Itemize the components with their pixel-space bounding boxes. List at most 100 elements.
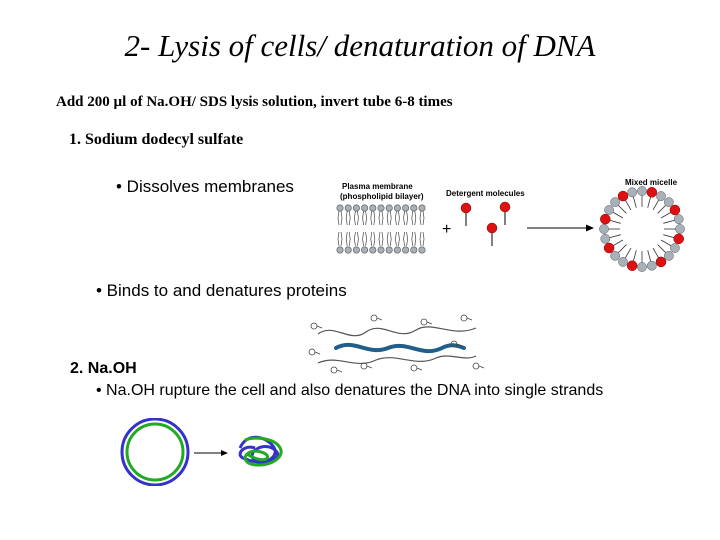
protein-strand-lower <box>317 355 477 364</box>
lipid-tail <box>411 231 417 247</box>
sds-head <box>420 318 428 326</box>
lipid-tail <box>362 231 367 247</box>
lipid-tail <box>378 210 384 226</box>
micelle-detergent-head <box>669 204 681 216</box>
lipid-tail <box>354 231 359 247</box>
lipid-head <box>385 246 393 254</box>
lipid-tail <box>395 210 400 226</box>
sds-head <box>410 364 418 372</box>
sds-tail <box>376 317 383 321</box>
micelle-lipid-head <box>670 243 680 253</box>
sds-tail <box>478 365 485 369</box>
micelle-lipid-head <box>637 262 647 272</box>
micelle-lipid-head <box>610 197 620 207</box>
bullet-dissolves-membranes: • Dissolves membranes <box>116 177 294 196</box>
lipid-head <box>385 204 393 212</box>
lipid-tail <box>354 210 359 226</box>
lipid-tail <box>419 210 425 226</box>
slide-title: 2- Lysis of cells/ denaturation of DNA <box>124 28 596 63</box>
section2-heading: 2. Na.OH <box>70 360 137 377</box>
phospholipid-bilayer <box>336 204 426 254</box>
lipid-head <box>393 246 401 254</box>
lipid-head <box>344 246 352 254</box>
lipid-tail <box>345 231 351 247</box>
sds-tail <box>336 369 343 373</box>
lipid-tail <box>362 210 367 226</box>
lipid-head <box>418 204 426 212</box>
micelle-lipid-head <box>604 205 614 215</box>
lipid-head <box>377 246 385 254</box>
lipid-tail <box>337 210 343 226</box>
plus-sign: + <box>442 221 451 238</box>
micelle-lipid-head <box>673 214 684 225</box>
naoh-bullet: • Na.OH rupture the cell and also denatu… <box>96 382 604 399</box>
lipid-tail <box>337 231 343 247</box>
lipid-head <box>352 204 360 212</box>
detergent-molecules <box>460 201 511 246</box>
dna-circle-outer <box>120 418 190 486</box>
micelle-lipid-head <box>637 186 647 196</box>
micelle-lipid-head <box>646 260 657 271</box>
sds-tail <box>426 321 433 325</box>
dna-strand <box>334 342 466 354</box>
micelle-lipid-head <box>664 197 674 207</box>
lipid-tail <box>419 231 425 247</box>
membrane-detergent-figure: Plasma membrane (phospholipid bilayer) D… <box>336 178 685 272</box>
protein-denaturation-figure <box>308 314 485 374</box>
denaturation-arrow-head <box>221 450 228 456</box>
lipid-head <box>369 204 377 212</box>
mixed-micelle <box>599 186 685 272</box>
lipid-tail <box>403 210 408 226</box>
micelle-detergent-head <box>646 187 658 198</box>
protein-strand-upper <box>317 326 477 337</box>
micelle-detergent-head <box>673 233 684 245</box>
plasma-membrane-label-line2: (phospholipid bilayer) <box>340 192 424 201</box>
dna-circle-inner <box>125 422 185 482</box>
micelle-lipid-head <box>599 224 609 234</box>
lipid-head <box>410 246 418 254</box>
lipid-tail <box>370 231 376 247</box>
lipid-head <box>418 246 426 254</box>
lipid-tail <box>386 231 392 247</box>
lipid-tail <box>386 210 392 226</box>
single-strand-green <box>243 436 283 467</box>
sds-head <box>330 366 338 374</box>
detergent-head <box>460 202 472 214</box>
micelle-lipid-head <box>610 251 620 261</box>
micelle-lipid-head <box>675 224 685 234</box>
micelle-lipid-head <box>664 251 674 261</box>
micelle-detergent-head <box>655 256 667 268</box>
micelle-detergent-head <box>626 260 638 271</box>
lipid-head <box>361 204 369 212</box>
lipid-head <box>369 246 377 254</box>
lipid-tail <box>395 231 400 247</box>
lipid-head <box>352 246 360 254</box>
detergent-head <box>486 222 498 234</box>
sds-tail <box>466 317 473 321</box>
lipid-head <box>361 246 369 254</box>
micelle-lipid-head <box>618 257 628 267</box>
lipid-tail <box>345 210 351 226</box>
micelle-lipid-head <box>656 191 666 201</box>
lipid-head <box>410 204 418 212</box>
sds-tail <box>366 365 373 369</box>
sds-tail <box>416 367 423 371</box>
sds-head <box>310 322 318 330</box>
mixed-micelle-label: Mixed micelle <box>625 178 678 187</box>
detergent-molecules-label: Detergent molecules <box>446 189 525 198</box>
sds-head <box>370 314 378 322</box>
lipid-head <box>336 246 344 254</box>
plasma-membrane-label-line1: Plasma membrane <box>342 182 413 191</box>
micelle-lipid-head <box>627 187 638 198</box>
reaction-arrow-head <box>586 224 594 232</box>
bound-sds-molecules <box>308 314 485 374</box>
bullet-denatures-proteins: • Binds to and denatures proteins <box>96 281 347 300</box>
lipid-head <box>402 204 410 212</box>
dna-denaturation-figure <box>120 418 283 486</box>
sds-head <box>472 362 480 370</box>
detergent-head <box>499 201 511 213</box>
lipid-head <box>393 204 401 212</box>
sds-tail <box>314 351 321 355</box>
micelle-detergent-head <box>617 190 629 202</box>
sds-tail <box>456 343 463 347</box>
